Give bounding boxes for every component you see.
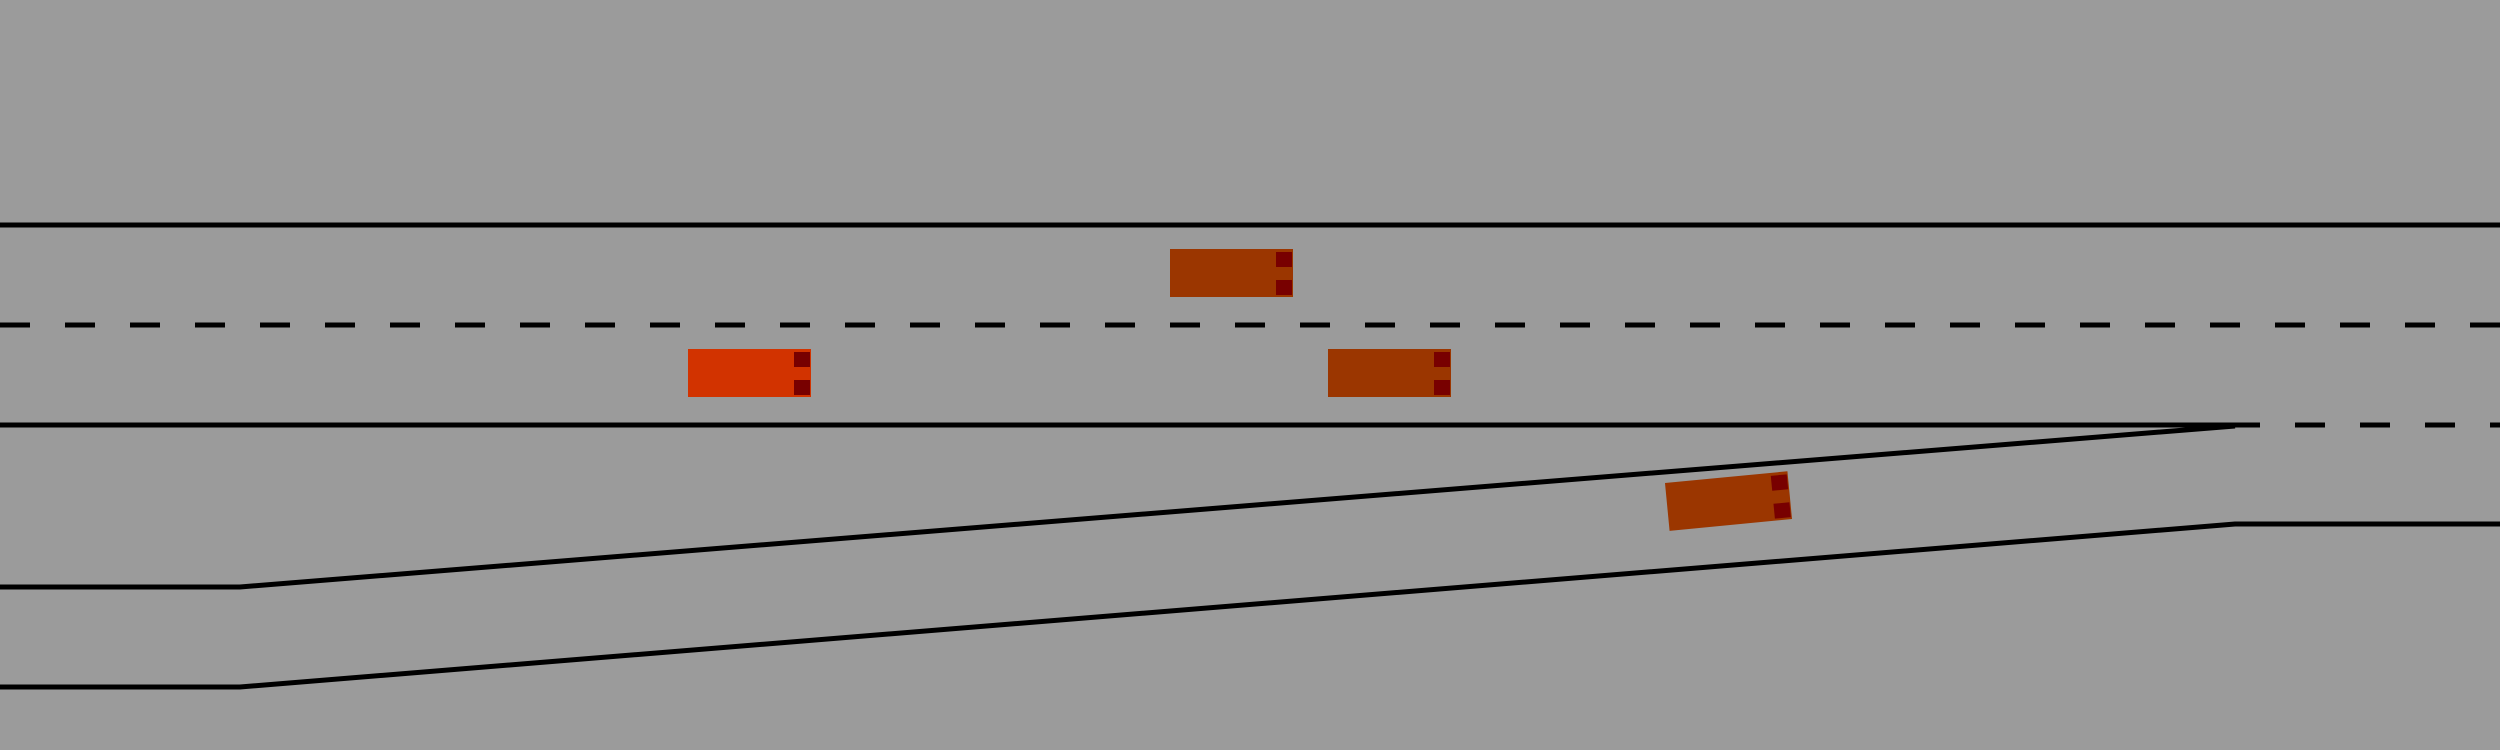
on-ramp-lower-edge-line — [0, 521, 2500, 690]
vehicle-traffic — [1664, 471, 1793, 531]
headlight-icon — [1434, 352, 1450, 367]
lane-markings — [0, 222, 2500, 690]
vehicle-ego — [688, 349, 811, 397]
headlight-icon — [1773, 502, 1791, 519]
on-ramp-upper-edge-line — [0, 423, 2236, 590]
headlight-icon — [1276, 280, 1292, 295]
headlight-icon — [1434, 380, 1450, 395]
vehicle-traffic — [1328, 349, 1451, 397]
vehicles — [688, 249, 1793, 531]
headlight-icon — [794, 380, 810, 395]
vehicle-body — [1328, 349, 1451, 397]
headlight-icon — [794, 352, 810, 367]
headlight-icon — [1770, 474, 1789, 491]
vehicle-body — [1170, 249, 1293, 297]
vehicle-body — [688, 349, 811, 397]
headlight-icon — [1276, 252, 1292, 267]
vehicle-body — [1664, 471, 1793, 531]
vehicle-traffic — [1170, 249, 1293, 297]
